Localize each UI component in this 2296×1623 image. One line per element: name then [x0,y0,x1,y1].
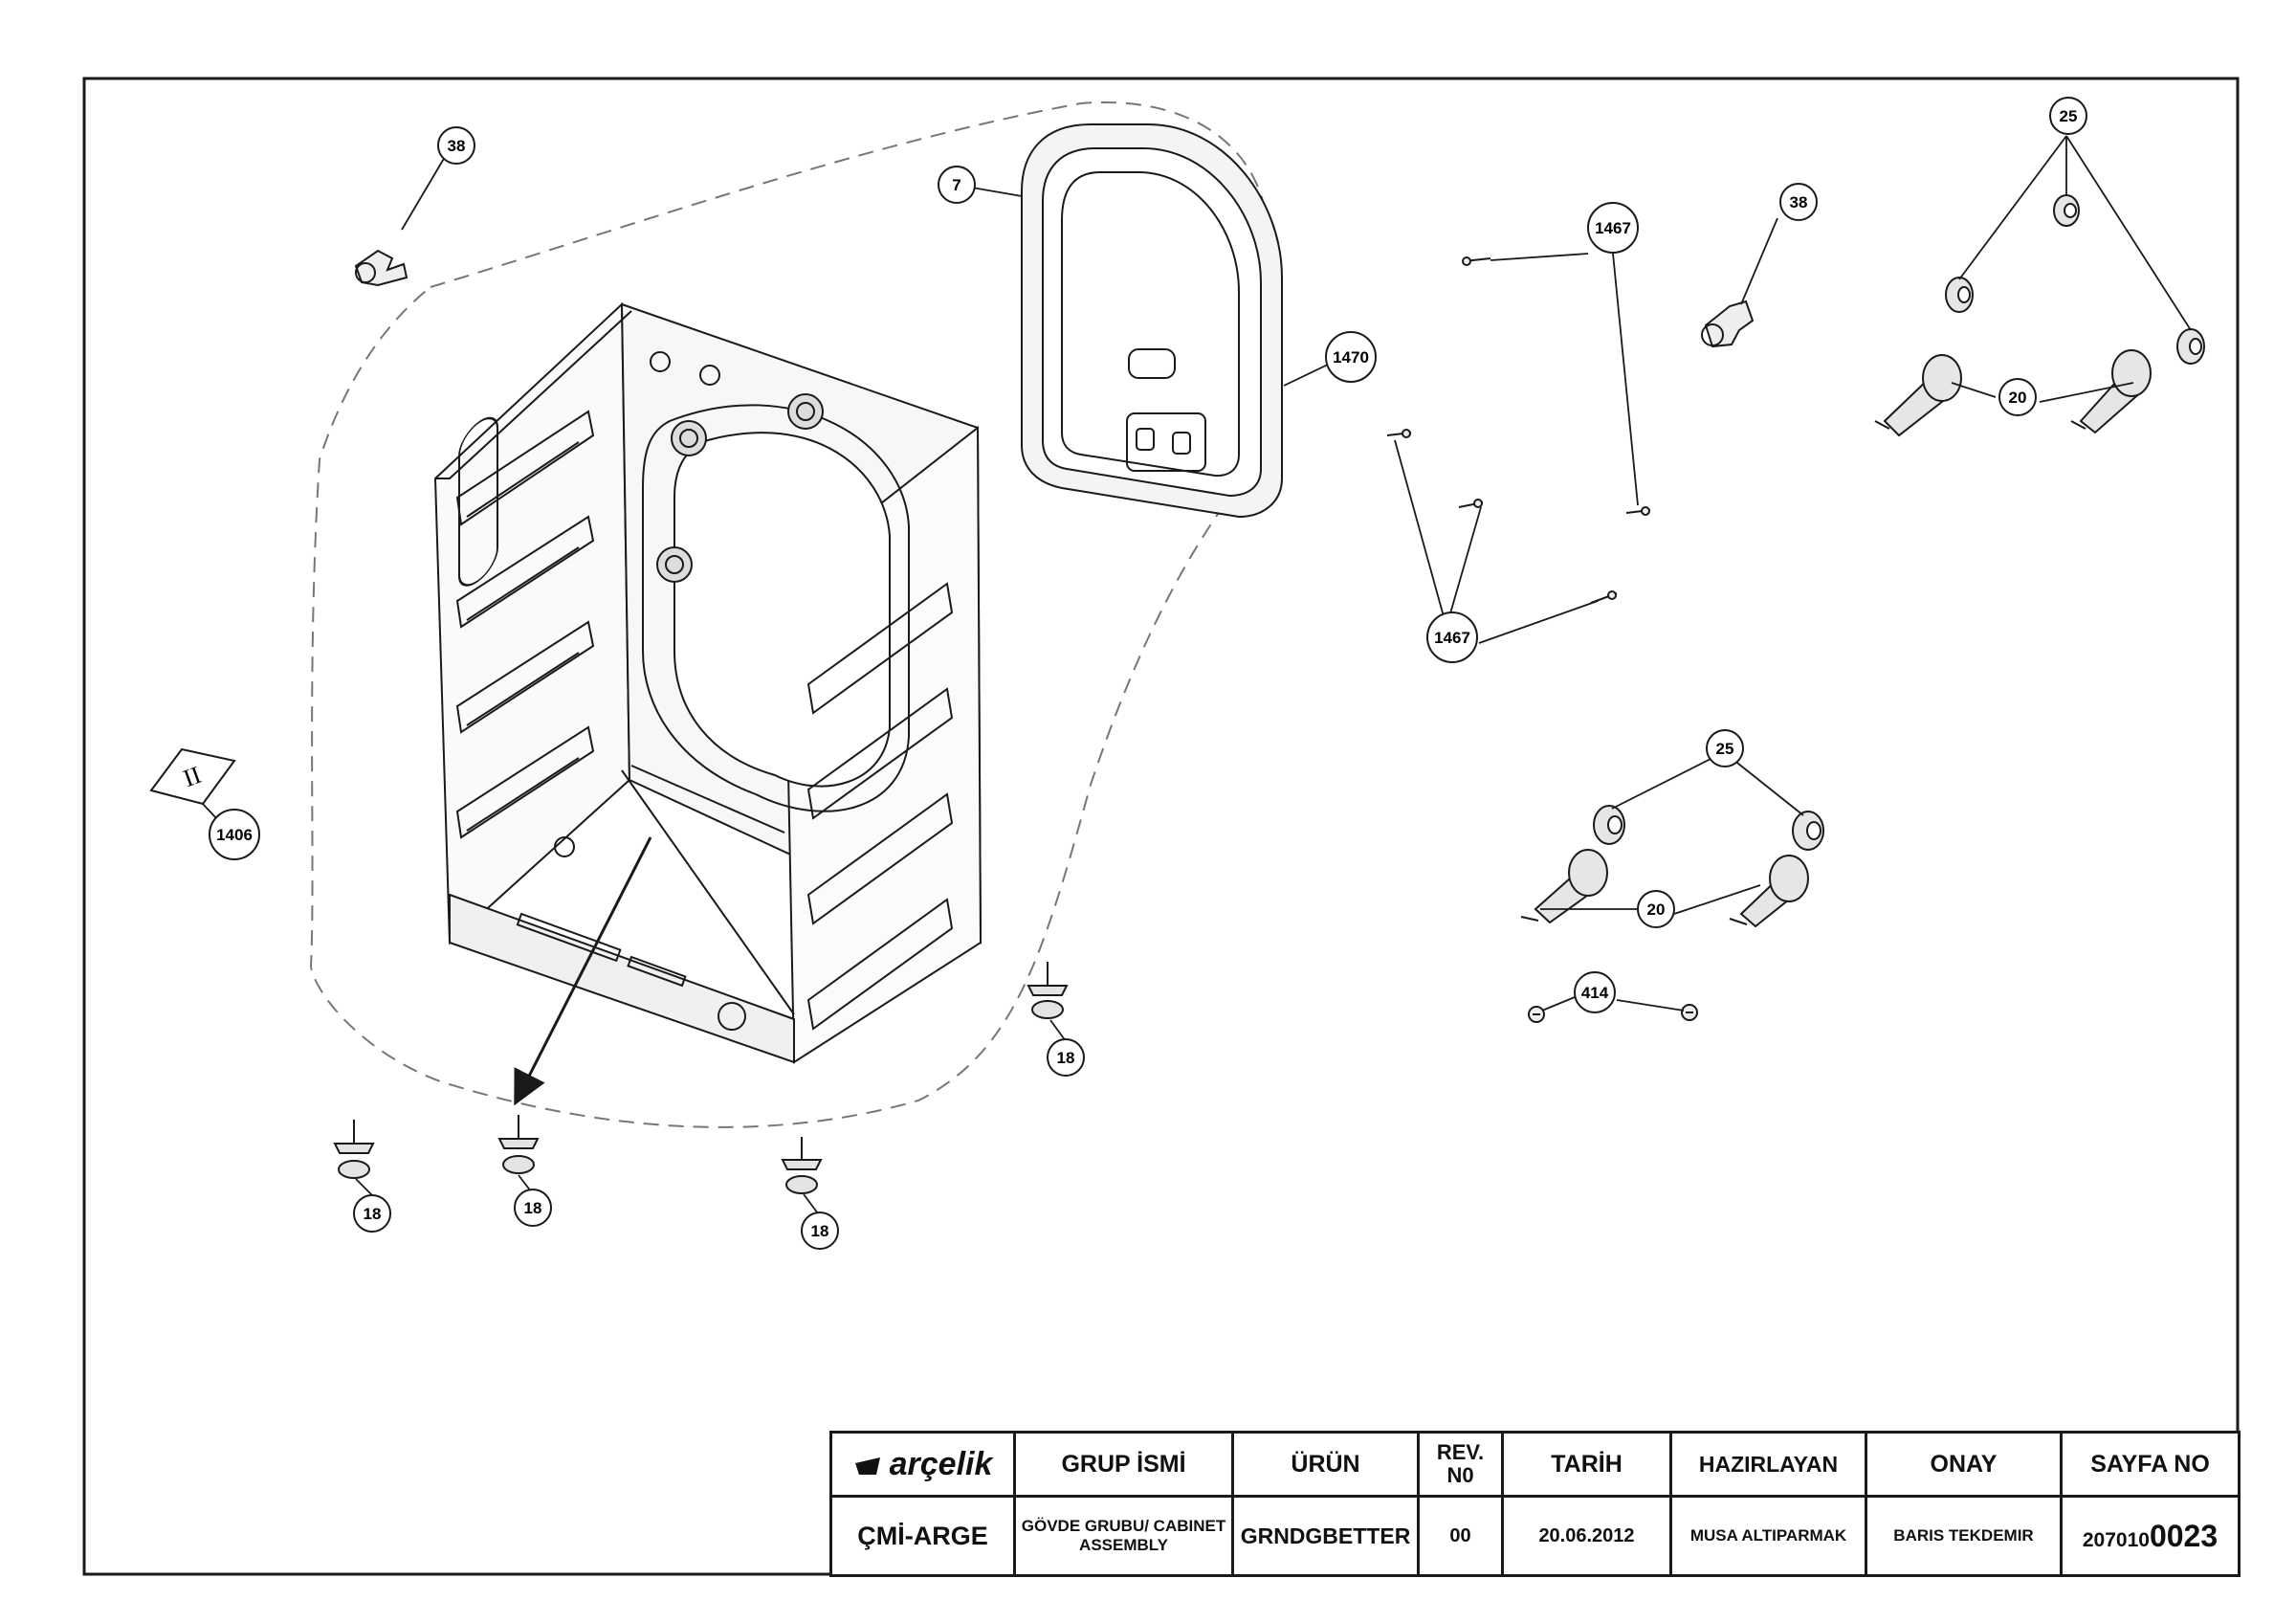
foot-3 [781,1137,823,1194]
label-part: II [149,747,236,806]
callout-20-upper-text: 20 [2009,389,2027,407]
caps-group [1528,1004,1698,1023]
callout-1470-text: 1470 [1333,348,1369,367]
screws-group [1386,256,1651,604]
callout-20-lower-text: 20 [1647,900,1666,919]
approved-value: BARIS TEKDEMIR [1865,1495,2063,1577]
header-date: TARİH [1501,1431,1672,1498]
callout-1406: 1406 [209,809,260,860]
group-value: GÖVDE GRUBU/ CABINET ASSEMBLY [1013,1495,1234,1577]
callout-38-left: 38 [437,126,475,165]
callout-1467-lower: 1467 [1426,611,1478,663]
leader-lines [202,135,2192,1214]
assembly-dashed-outline [309,101,1283,1128]
door-frame-part [1021,123,1283,519]
callout-18-c-text: 18 [811,1222,829,1240]
foot-4 [1027,962,1069,1019]
callout-20-lower: 20 [1637,890,1675,928]
date-value: 20.06.2012 [1501,1495,1672,1577]
company-logo: arçelik [829,1431,1016,1498]
rev-value: 00 [1417,1495,1504,1577]
callout-25-lower-text: 25 [1716,740,1734,758]
callout-18-b: 18 [514,1189,552,1227]
callout-7-text: 7 [952,176,960,194]
callout-1467-upper-text: 1467 [1595,219,1631,237]
callout-20-upper: 20 [1998,378,2037,416]
foot-2 [497,1115,540,1174]
callout-1467-upper: 1467 [1587,202,1639,254]
callout-414-text: 414 [1581,984,1609,1002]
callout-7: 7 [938,166,976,204]
absorbers-upper [1874,349,2152,437]
callout-1406-text: 1406 [216,826,253,844]
header-group: GRUP İSMİ [1013,1431,1234,1498]
callout-25-lower: 25 [1706,729,1744,767]
callout-38-right-text: 38 [1790,193,1808,211]
callout-1470: 1470 [1325,331,1377,383]
callout-18-c: 18 [801,1212,839,1250]
cabinet-body [433,301,982,1064]
page-number-suffix: 0023 [2149,1518,2219,1553]
header-product: ÜRÜN [1231,1431,1420,1498]
product-value: GRNDGBETTER [1231,1495,1420,1577]
clip-part-left [354,249,408,287]
logo-text: arçelik [889,1445,993,1482]
bushings-upper [1945,194,2205,365]
header-rev: REV. N0 [1417,1431,1504,1498]
callout-18-b-text: 18 [524,1199,542,1217]
department-value: ÇMİ-ARGE [829,1495,1016,1577]
clip-part-right [1701,300,1755,348]
header-page: SAYFA NO [2060,1431,2241,1498]
page-number: 2070100023 [2060,1495,2241,1577]
title-block: arçelik GRUP İSMİ ÜRÜN REV. N0 TARİH HAZ… [829,1431,2241,1577]
prepared-value: MUSA ALTIPARMAK [1669,1495,1867,1577]
callout-25-upper: 25 [2049,97,2087,135]
feet-group [333,962,1069,1194]
callout-38-left-text: 38 [448,137,466,155]
callout-18-a: 18 [353,1194,391,1233]
callout-18-d-text: 18 [1057,1049,1075,1067]
bushings-lower [1593,805,1824,851]
assembly-arrow [514,836,652,1106]
callout-18-a-text: 18 [364,1205,382,1223]
foot-1 [333,1120,375,1179]
callout-1467-lower-text: 1467 [1434,629,1470,647]
logo-mark-icon [854,1456,880,1475]
callout-25-upper-text: 25 [2060,107,2078,125]
callout-18-d: 18 [1047,1038,1085,1077]
callout-414: 414 [1574,971,1616,1013]
header-prepared: HAZIRLAYAN [1669,1431,1867,1498]
header-approved: ONAY [1865,1431,2063,1498]
callout-38-right: 38 [1779,183,1818,221]
page-number-prefix: 207010 [2082,1528,2150,1551]
